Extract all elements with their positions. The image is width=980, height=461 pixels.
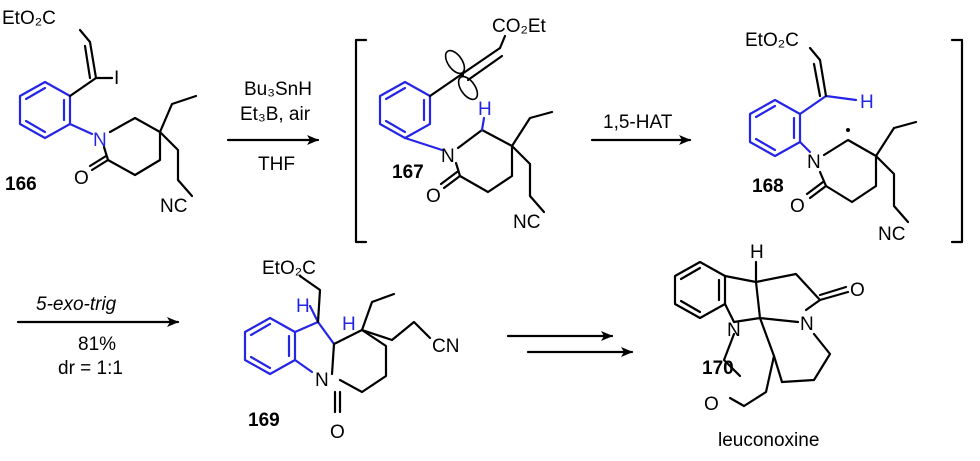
yield-label: 81%: [78, 334, 116, 355]
nitrogen-label: N: [441, 146, 455, 167]
ester-label: EtO₂C: [2, 8, 56, 29]
compound-number: 167: [392, 162, 424, 183]
reagent-triethylborane: Et₃B, air: [240, 104, 311, 125]
dr-label: dr = 1:1: [58, 358, 123, 379]
left-bracket: [354, 38, 368, 244]
hydrogen-label: H: [478, 99, 492, 120]
compound-name: leuconoxine: [718, 430, 819, 451]
compound-169: H H EtO₂C N O CN 169: [243, 258, 459, 443]
compound-number: 170: [702, 358, 734, 379]
reagent-tin-hydride: Bu₃SnH: [244, 79, 312, 100]
oxygen-label: O: [330, 422, 345, 443]
hydrogen-label-2: H: [342, 314, 356, 335]
reaction-arrow-2: 1,5-HAT: [590, 112, 692, 145]
oxygen-label-2: O: [704, 394, 719, 415]
nitrile-label: NC: [513, 212, 540, 233]
nitrogen-label-2: N: [800, 314, 814, 335]
ester-label: EtO₂C: [262, 258, 316, 279]
right-bracket: [950, 38, 964, 244]
compound-167: CO₂Et N H O NC 167: [378, 16, 554, 233]
hydrogen-label: H: [860, 92, 874, 113]
oxygen-label-1: O: [850, 280, 865, 301]
iodo-label: I: [114, 68, 119, 89]
compound-number: 169: [248, 410, 280, 431]
ester-label: EtO₂C: [745, 30, 799, 51]
cyclization-label: 5-exo-trig: [36, 294, 117, 315]
solvent: THF: [258, 154, 295, 175]
compound-number: 168: [752, 176, 784, 197]
benzene-ring: [18, 80, 94, 140]
reaction-arrow-1: Bu₃SnH Et₃B, air THF: [226, 79, 320, 175]
oxygen-label: O: [74, 168, 89, 189]
multistep-arrows: [506, 331, 634, 357]
oxygen-label: O: [790, 196, 805, 217]
nitrile-label: NC: [878, 224, 905, 245]
compound-number: 166: [5, 174, 37, 195]
reaction-arrow-3: 5-exo-trig 81% dr = 1:1: [16, 294, 180, 379]
hydrogen-label: H: [750, 242, 764, 263]
hydrogen-label-1: H: [296, 296, 310, 317]
nitrogen-label: N: [315, 370, 329, 391]
nitrile-label: CN: [432, 336, 459, 357]
nitrogen-label-1: N: [727, 320, 741, 341]
compound-166: EtO₂C I N O NC 166: [2, 8, 198, 217]
nitrogen-label: N: [807, 152, 821, 173]
nitrogen-label: N: [93, 130, 107, 151]
compound-170: H O N N O 170 leuconoxine: [673, 242, 865, 451]
nitrile-label: NC: [160, 196, 187, 217]
oxygen-label: O: [426, 186, 441, 207]
ester-label: CO₂Et: [492, 16, 547, 37]
compound-168: EtO₂C H N O NC 168: [745, 30, 918, 245]
hat-label: 1,5-HAT: [603, 112, 673, 133]
